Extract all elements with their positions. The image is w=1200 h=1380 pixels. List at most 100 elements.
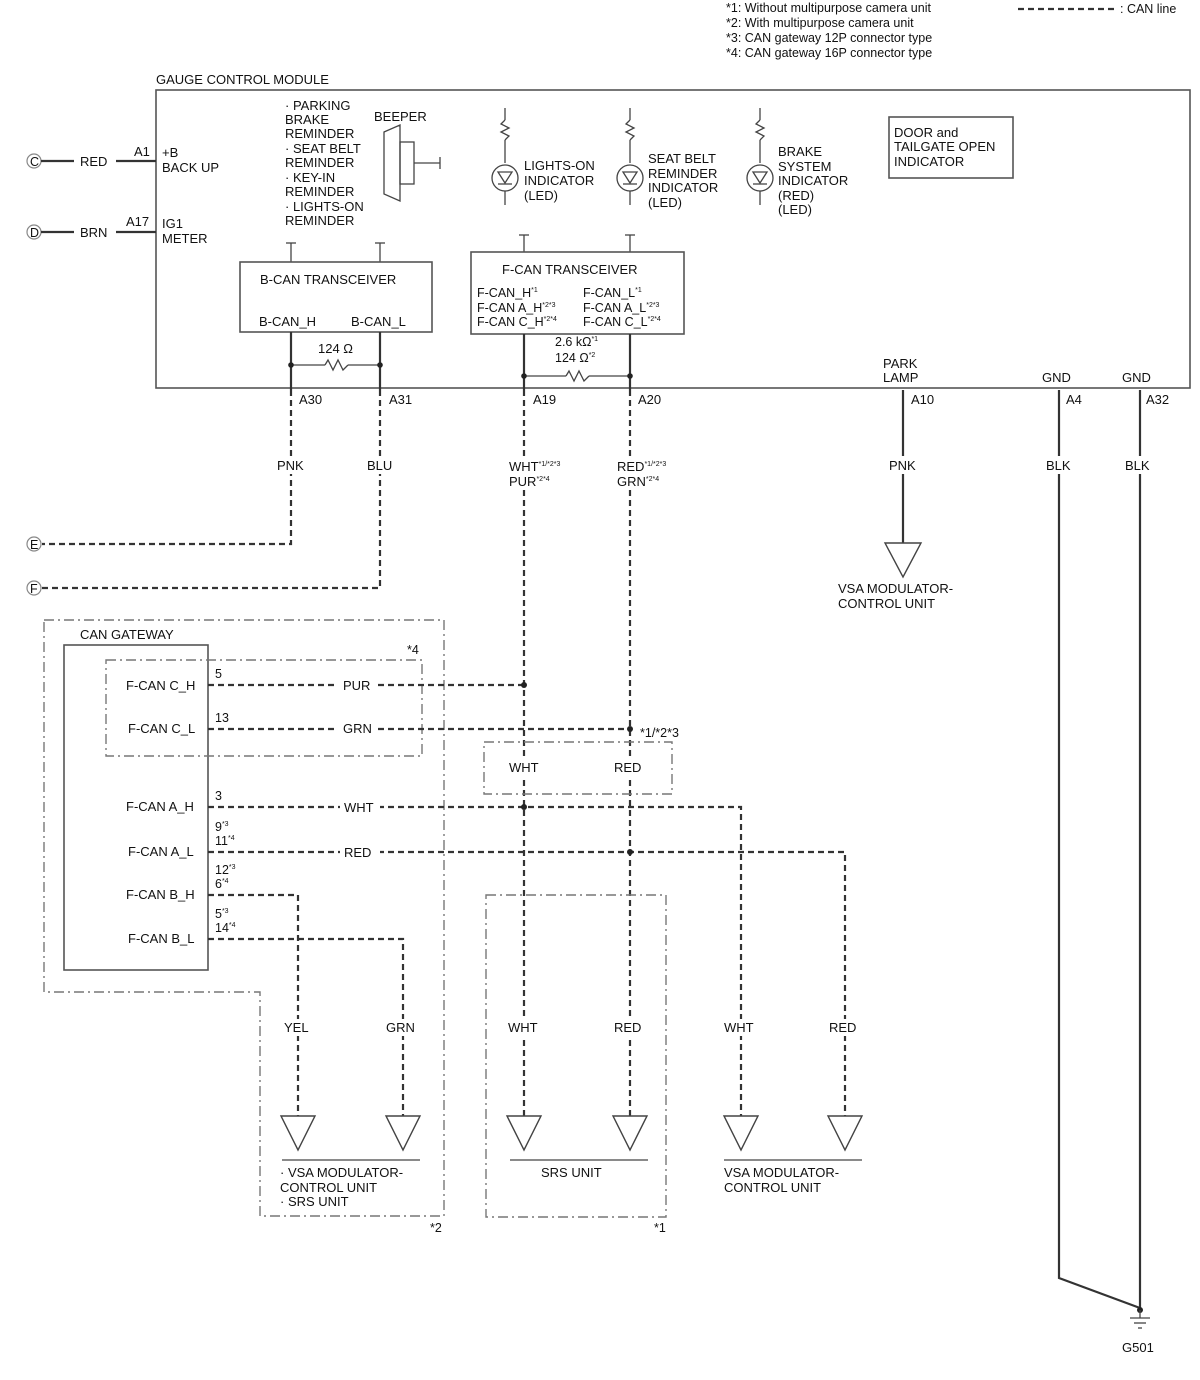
- connector-f-label: F: [30, 582, 38, 596]
- beeper-icon: [383, 124, 441, 202]
- junction-dot: [377, 362, 383, 368]
- gnd-label-a4: GND: [1042, 370, 1071, 385]
- wire-b-h-yel: [208, 893, 300, 1118]
- junction-dot: [627, 849, 633, 855]
- wire-pur-a-label: PUR*2*4: [509, 474, 550, 489]
- box-red-label: RED: [614, 760, 641, 775]
- label-bg: [505, 1019, 543, 1036]
- vsa-srs-label: · SRS UNIT: [280, 1194, 349, 1209]
- park-lamp-label: LAMP: [883, 370, 918, 385]
- gauge-control-module-box: [155, 89, 1191, 389]
- pin-a17-label-2: METER: [162, 231, 208, 246]
- reminder-line: REMINDER: [285, 126, 354, 141]
- vsa-top-arrow-icon: [883, 542, 923, 579]
- label-bg: [384, 1019, 422, 1036]
- door-label: INDICATOR: [894, 154, 964, 169]
- wire-blu-label: BLU: [367, 458, 392, 473]
- pin-b-h-1: 12*3: [215, 863, 236, 877]
- connector-d-label: D: [30, 226, 39, 240]
- brake-label: INDICATOR: [778, 173, 848, 188]
- label-bg: [613, 456, 685, 490]
- reminder-line: REMINDER: [285, 184, 354, 199]
- seat-belt-label: SEAT BELT: [648, 151, 716, 166]
- fcan-l1: F-CAN_L*1: [583, 286, 642, 300]
- junction-dot: [521, 682, 527, 688]
- box-wht-label: WHT: [509, 760, 539, 775]
- module-title: GAUGE CONTROL MODULE: [156, 72, 329, 87]
- wire-pnk2-label: PNK: [889, 458, 916, 473]
- fcan-h1: F-CAN_H*1: [477, 286, 538, 300]
- seat-belt-label: (LED): [648, 195, 682, 210]
- brake-label: SYSTEM: [778, 159, 831, 174]
- bottom-red1: RED: [614, 1020, 641, 1035]
- reminder-line: BRAKE: [285, 112, 329, 127]
- pin-a17: A17: [126, 214, 149, 229]
- reminder-line: · PARKING: [285, 98, 351, 113]
- junction-dot: [627, 373, 633, 379]
- gateway-c-l-wire: GRN: [343, 721, 372, 736]
- vsa-top-label: CONTROL UNIT: [838, 596, 935, 611]
- pin-b-h-2: 6*4: [215, 877, 229, 891]
- pin-b-l-2: 14*4: [215, 921, 236, 935]
- bcan-h-label: B-CAN_H: [259, 314, 316, 329]
- reminder-line: · LIGHTS-ON: [285, 199, 364, 214]
- label-bg: [1123, 456, 1157, 474]
- legend-note-1: *1: Without multipurpose camera unit: [726, 1, 931, 15]
- reminders-list: · PARKING BRAKE REMINDER · SEAT BELT REM…: [285, 98, 364, 228]
- bottom-wht1: WHT: [508, 1020, 538, 1035]
- down-arrow-icon: [722, 1115, 760, 1152]
- seat-belt-label: REMINDER: [648, 166, 717, 181]
- bcan-title: B-CAN TRANSCEIVER: [260, 272, 396, 287]
- bcan-stubs: [286, 242, 385, 262]
- srs-option-1-boundary: [485, 894, 667, 1218]
- label-bg: [338, 677, 378, 693]
- pin-a1: A1: [134, 144, 150, 159]
- ground-icon: [1130, 1307, 1150, 1329]
- vsa-label: CONTROL UNIT: [724, 1180, 821, 1195]
- wire-a-h-wht: [208, 805, 743, 1118]
- down-arrow-icon: [611, 1115, 649, 1152]
- pin-a1-label-2: BACK UP: [162, 160, 219, 175]
- vsa-srs-label: CONTROL UNIT: [280, 1180, 377, 1195]
- pin-c-l: 13: [215, 711, 229, 725]
- pin-a4: A4: [1066, 392, 1082, 407]
- brake-led-icon: [746, 108, 774, 205]
- legend-note-4: *4: CAN gateway 16P connector type: [726, 46, 932, 60]
- brake-label: (LED): [778, 202, 812, 217]
- label-bg: [1043, 456, 1077, 474]
- gateway-note4: *4: [407, 643, 419, 657]
- fcan-l2: F-CAN A_L*2*3: [583, 301, 660, 315]
- connector-f: [26, 580, 42, 596]
- note-2: *2: [430, 1221, 442, 1235]
- gateway-title: CAN GATEWAY: [80, 627, 174, 642]
- gateway-b-h: F-CAN B_H: [126, 887, 195, 902]
- pin-a1-label-1: +B: [162, 145, 178, 160]
- down-arrow-icon: [826, 1115, 864, 1152]
- reminder-line: REMINDER: [285, 155, 354, 170]
- bcan-res-label: 124 Ω: [318, 341, 353, 356]
- fcan-res2: 124 Ω*2: [555, 351, 595, 365]
- pin-a17-label-1: IG1: [162, 216, 183, 231]
- gateway-a-l-wire: RED: [344, 845, 371, 860]
- label-bg: [611, 1019, 649, 1036]
- wire-blu-to-f: [42, 390, 382, 590]
- bcan-transceiver-box: [239, 261, 433, 333]
- gnd-label-a32: GND: [1122, 370, 1151, 385]
- wire-blk2-label: BLK: [1125, 458, 1150, 473]
- wire-blk-label: BLK: [1046, 458, 1071, 473]
- gateway-a-l: F-CAN A_L: [128, 844, 194, 859]
- junction-dot: [521, 373, 527, 379]
- gateway-c-h: F-CAN C_H: [126, 678, 195, 693]
- beeper-label: BEEPER: [374, 109, 427, 124]
- label-bg: [722, 1019, 760, 1036]
- label-bg: [826, 1019, 864, 1036]
- label-bg: [505, 456, 583, 490]
- junction-dot: [627, 726, 633, 732]
- gateway-a-h: F-CAN A_H: [126, 799, 194, 814]
- door-label: TAILGATE OPEN: [894, 139, 995, 154]
- down-arrow-icon: [279, 1115, 317, 1152]
- label-bg: [611, 760, 649, 776]
- bottom-red2: RED: [829, 1020, 856, 1035]
- fcan-res1: 2.6 kΩ*1: [555, 335, 598, 349]
